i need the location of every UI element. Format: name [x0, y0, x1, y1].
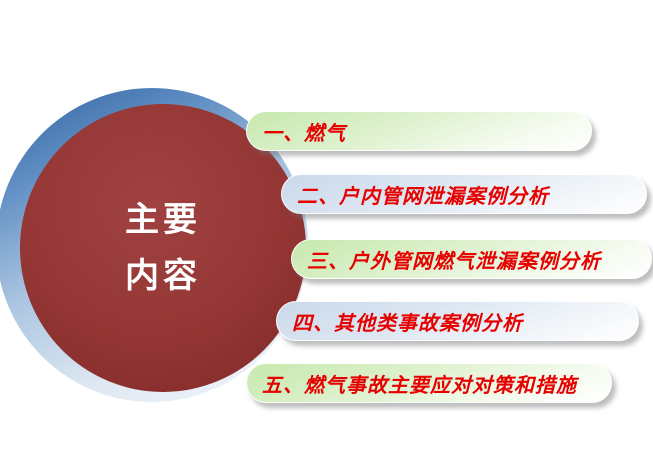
- toc-item-4: 四、其他类事故案例分析: [276, 301, 639, 341]
- main-topic-circle: 主要 内容: [20, 104, 306, 392]
- toc-item-3: 三、户外管网燃气泄漏案例分析: [291, 239, 652, 279]
- toc-item-5: 五、燃气事故主要应对对策和措施: [246, 363, 612, 403]
- toc-item-4-label: 四、其他类事故案例分析: [292, 310, 523, 335]
- toc-item-1-label: 一、燃气: [262, 120, 346, 145]
- toc-item-2-label: 二、户内管网泄漏案例分析: [297, 183, 549, 208]
- toc-item-2: 二、户内管网泄漏案例分析: [281, 174, 647, 214]
- toc-item-3-label: 三、户外管网燃气泄漏案例分析: [307, 248, 601, 273]
- circle-title-line-2: 内容: [125, 256, 201, 296]
- toc-item-5-label: 五、燃气事故主要应对对策和措施: [262, 372, 577, 397]
- toc-item-1: 一、燃气: [246, 111, 592, 151]
- circle-title-line-1: 主要: [125, 200, 201, 240]
